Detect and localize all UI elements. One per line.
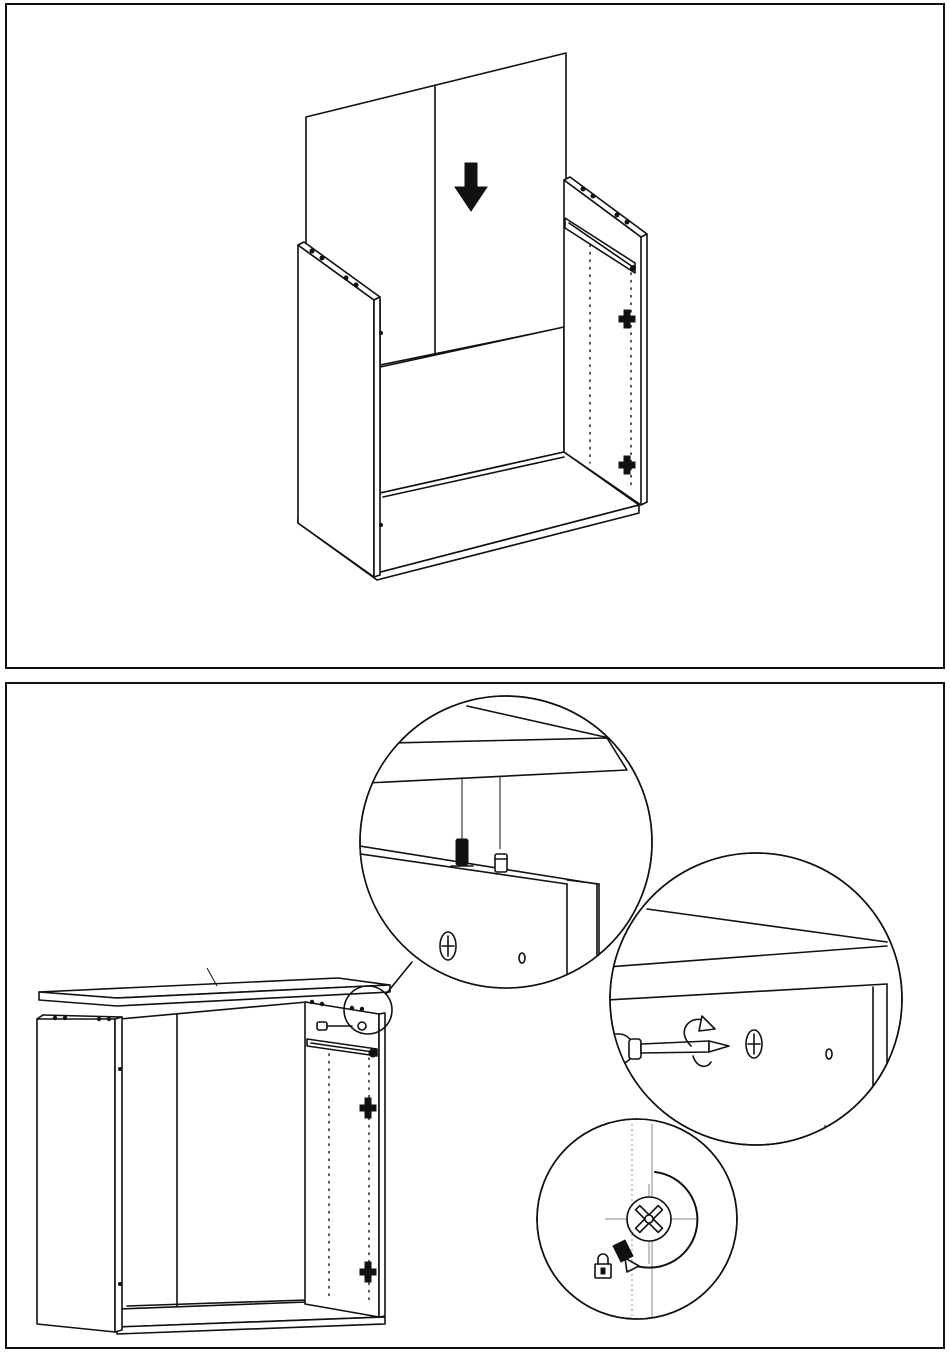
left-side-panel <box>298 245 374 577</box>
step-panel-attach-top <box>5 682 945 1349</box>
screwdriver-tighten-detail <box>597 853 902 1145</box>
step-panel-insert-back <box>5 3 945 669</box>
left-side-panel <box>37 1019 115 1332</box>
insert-back-panel-illustration <box>7 5 943 667</box>
cabinet-back-wall <box>120 1002 307 1309</box>
detail-callout-line <box>386 962 412 994</box>
attach-top-panel-illustration <box>7 684 943 1347</box>
cam-lock-detail <box>537 1119 737 1324</box>
dowel-and-cam-bolt-detail <box>347 696 652 1014</box>
